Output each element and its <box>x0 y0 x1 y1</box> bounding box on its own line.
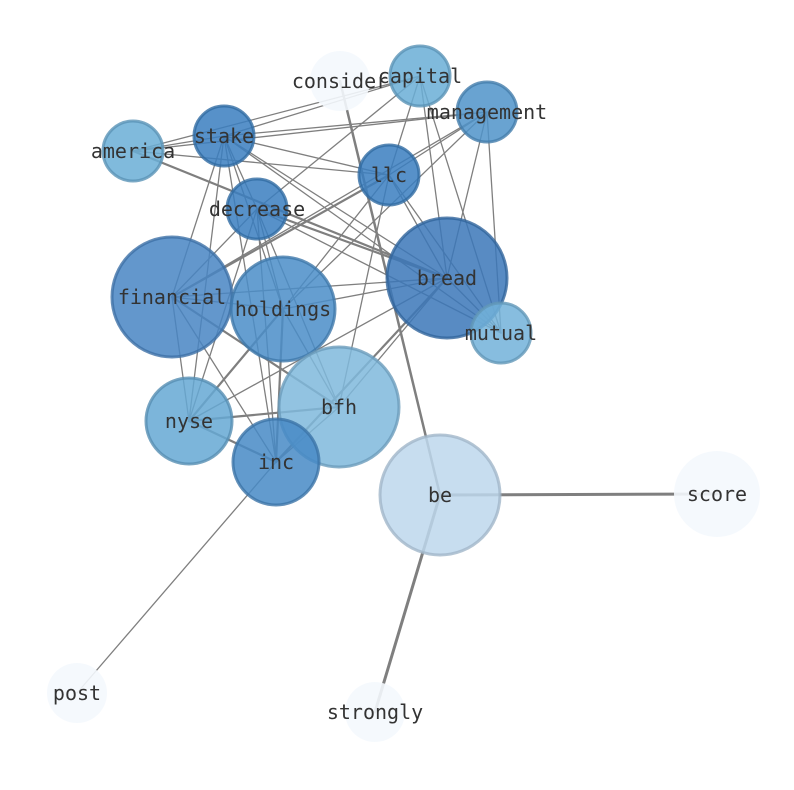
node-label-consider: consider <box>292 69 388 93</box>
node-america[interactable] <box>101 119 165 183</box>
node-label-holdings: holdings <box>235 297 331 321</box>
edge-america-management <box>132 111 488 152</box>
node-label-bread: bread <box>417 266 477 290</box>
node-label-post: post <box>53 681 101 705</box>
node-be[interactable] <box>378 433 502 557</box>
edge-america-capital <box>132 75 421 152</box>
node-label-nyse: nyse <box>165 409 213 433</box>
node-label-mutual: mutual <box>465 321 537 345</box>
node-score[interactable] <box>674 451 760 537</box>
edge-post-inc <box>76 461 277 694</box>
node-nyse[interactable] <box>144 376 234 466</box>
node-label-score: score <box>687 482 747 506</box>
node-post[interactable] <box>47 663 107 723</box>
edge-stake-management <box>223 111 488 137</box>
node-llc[interactable] <box>357 143 421 207</box>
node-label-inc: inc <box>258 450 294 474</box>
node-label-bfh: bfh <box>321 395 357 419</box>
node-inc[interactable] <box>231 417 321 507</box>
node-label-strongly: strongly <box>327 700 423 724</box>
nodes-layer <box>47 44 760 742</box>
node-management[interactable] <box>455 80 519 144</box>
node-label-llc: llc <box>371 163 407 187</box>
edge-stake-capital <box>223 75 421 137</box>
node-label-stake: stake <box>194 124 254 148</box>
node-holdings[interactable] <box>229 255 337 363</box>
node-label-america: america <box>91 139 175 163</box>
node-label-financial: financial <box>118 285 226 309</box>
node-decrease[interactable] <box>225 177 289 241</box>
node-label-be: be <box>428 483 452 507</box>
node-stake[interactable] <box>192 104 256 168</box>
node-consider[interactable] <box>310 51 370 111</box>
node-strongly[interactable] <box>345 682 405 742</box>
node-label-decrease: decrease <box>209 197 305 221</box>
node-mutual[interactable] <box>469 301 533 365</box>
edge-capital-decrease <box>256 75 421 210</box>
node-bread[interactable] <box>385 216 509 340</box>
node-capital[interactable] <box>388 44 452 108</box>
node-label-capital: capital <box>378 64 462 88</box>
node-label-management: management <box>427 100 547 124</box>
